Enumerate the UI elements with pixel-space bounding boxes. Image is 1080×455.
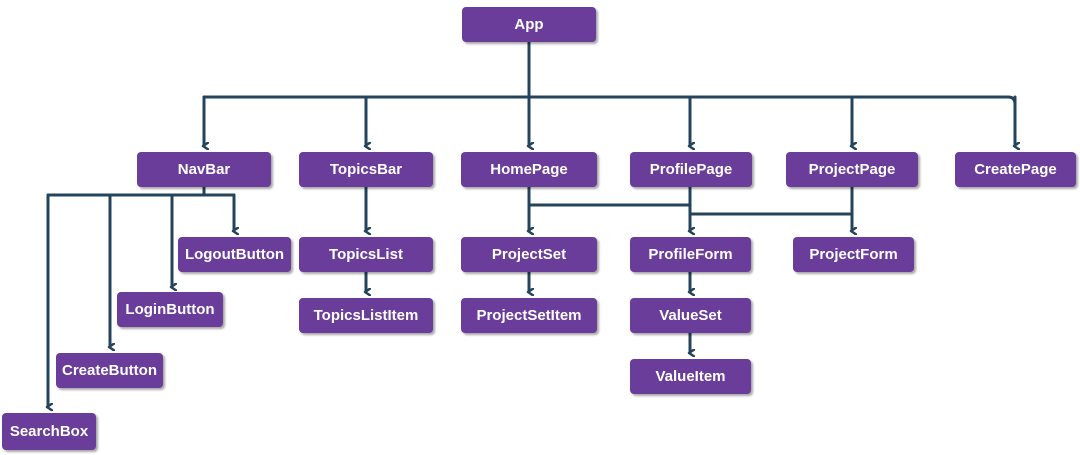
node-project-form: ProjectForm — [793, 237, 914, 272]
node-createpage: CreatePage — [955, 152, 1076, 187]
node-navbar: NavBar — [137, 152, 271, 187]
node-login-button: LoginButton — [117, 292, 223, 327]
node-create-button: CreateButton — [56, 353, 163, 388]
node-topics-list: TopicsList — [299, 237, 433, 272]
node-project-set: ProjectSet — [461, 237, 597, 272]
node-project-set-item: ProjectSetItem — [461, 298, 597, 333]
edge-profilepage-projectset — [527, 185, 692, 207]
node-homepage: HomePage — [461, 152, 597, 187]
node-app: App — [462, 7, 596, 42]
node-profilepage: ProfilePage — [630, 152, 752, 187]
node-topicsbar: TopicsBar — [299, 152, 433, 187]
node-logout-button: LogoutButton — [178, 237, 291, 272]
node-profile-form: ProfileForm — [630, 237, 751, 272]
node-topics-list-item: TopicsListItem — [299, 298, 433, 333]
node-search-box: SearchBox — [2, 413, 96, 450]
node-projectpage: ProjectPage — [786, 152, 918, 187]
node-value-set: ValueSet — [630, 298, 751, 333]
edge-projectpage-profileform — [688, 185, 854, 216]
node-value-item: ValueItem — [630, 359, 751, 394]
